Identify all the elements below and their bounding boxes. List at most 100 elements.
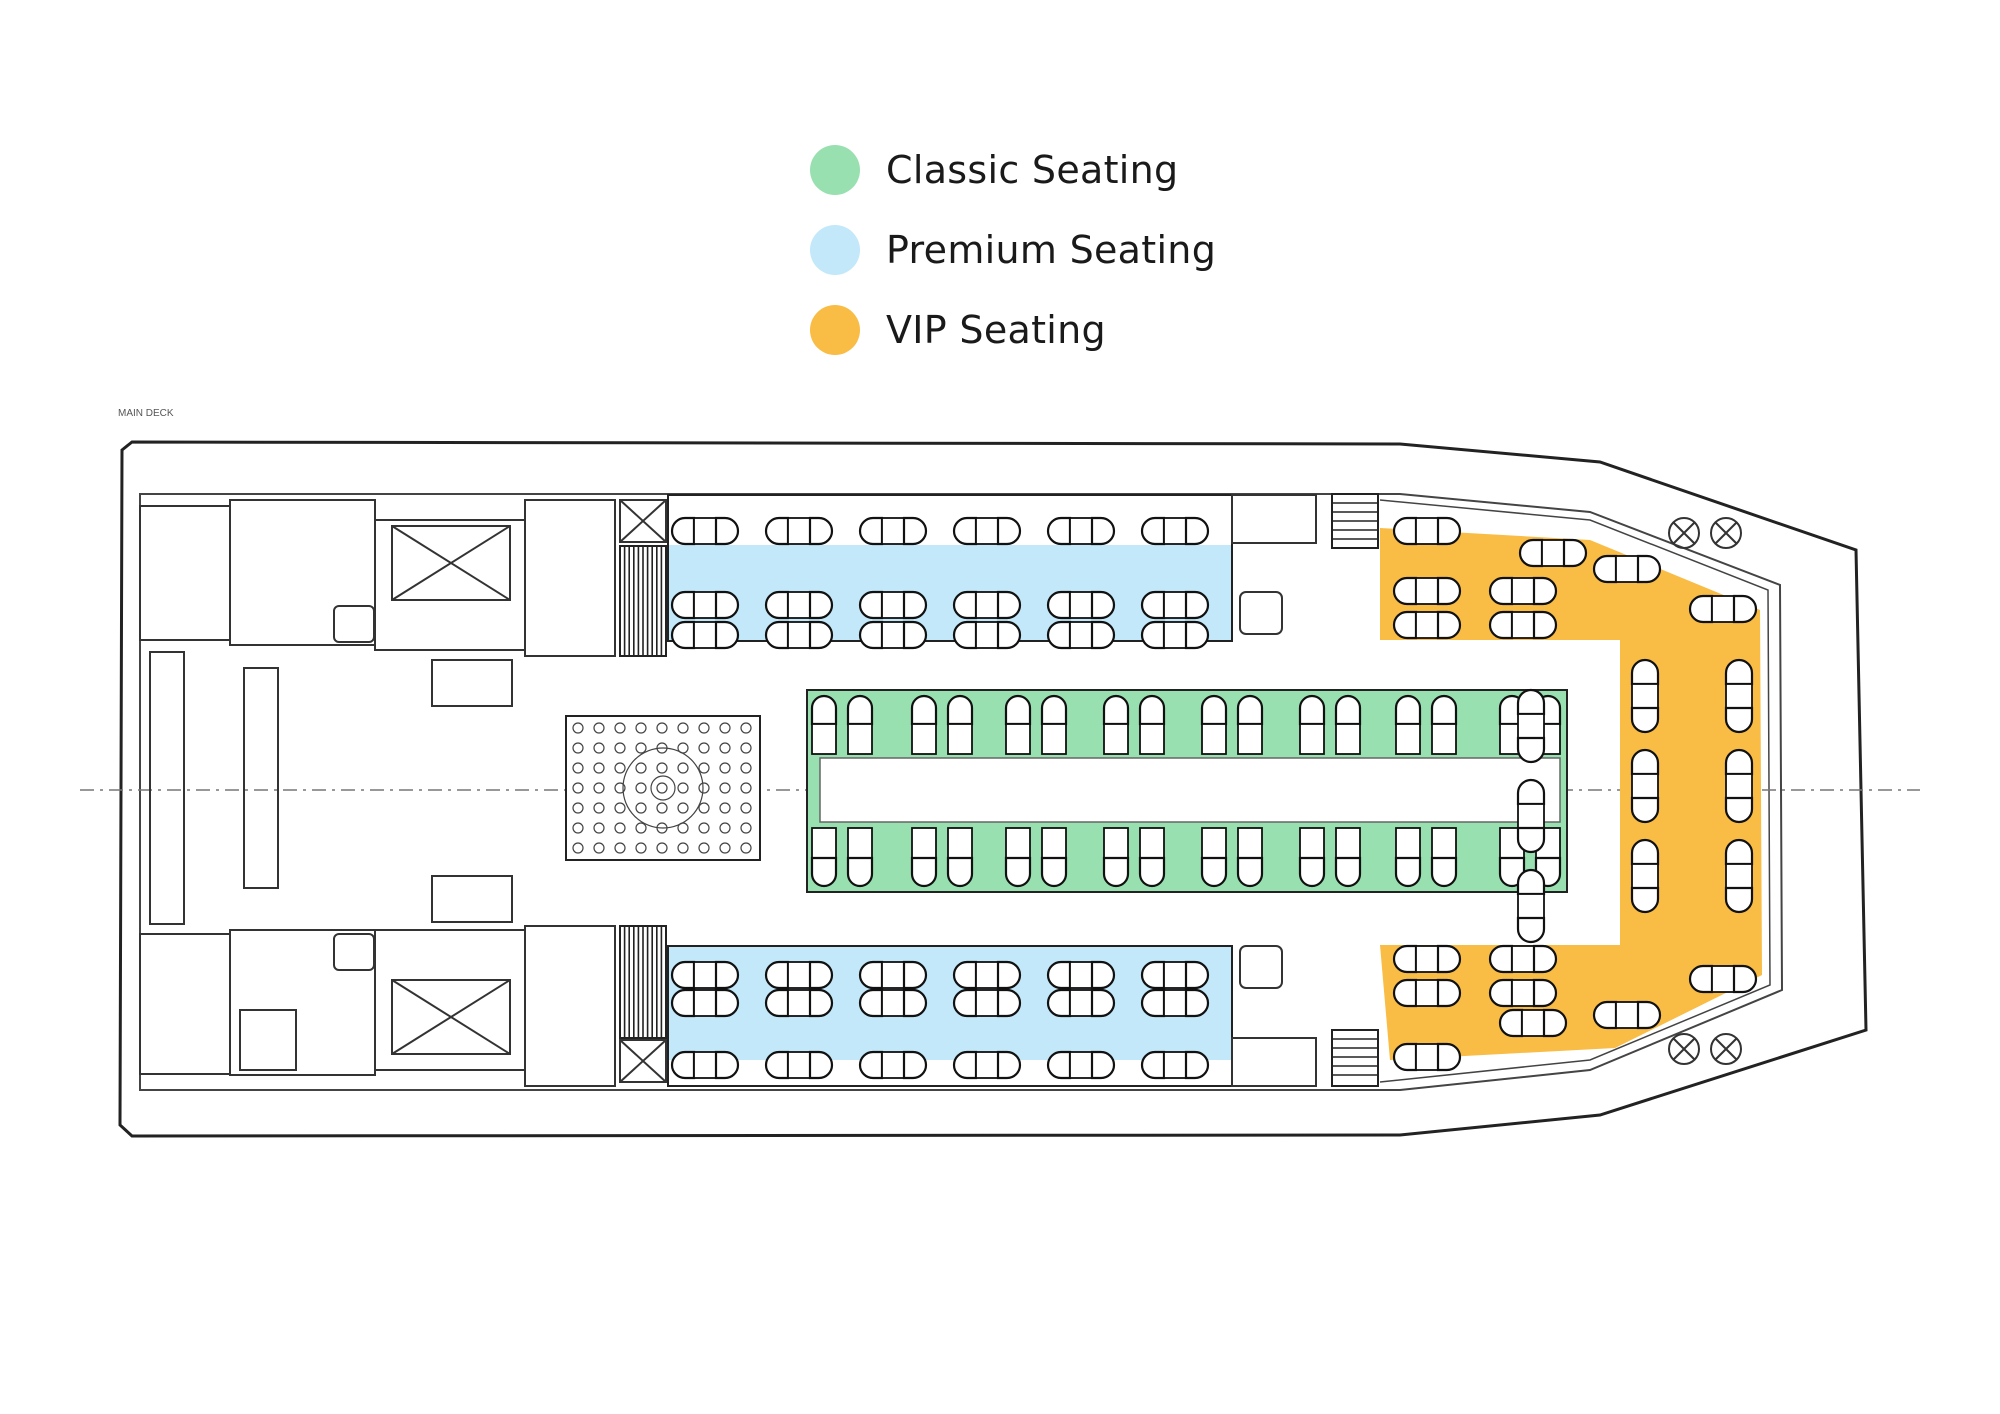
floor-dot — [677, 842, 689, 854]
seat — [764, 516, 790, 546]
floor-dot — [719, 802, 731, 814]
table — [1415, 1043, 1439, 1071]
seat — [1562, 538, 1588, 568]
seat — [1140, 1050, 1166, 1080]
floor-dot — [656, 722, 668, 734]
seat — [1046, 988, 1072, 1018]
table — [1395, 723, 1421, 755]
seat — [1184, 960, 1210, 990]
floor-dot — [719, 762, 731, 774]
floor-dot — [572, 822, 584, 834]
seat — [1630, 748, 1660, 776]
floor-dot — [593, 782, 605, 794]
seat — [1040, 694, 1068, 726]
seat — [1236, 856, 1264, 888]
seat — [1200, 856, 1228, 888]
seat — [1688, 964, 1714, 994]
seat — [1040, 856, 1068, 888]
table — [1511, 979, 1535, 1007]
seat — [846, 694, 874, 726]
floor-dot — [719, 782, 731, 794]
seat — [670, 620, 696, 650]
seat — [670, 516, 696, 546]
table — [1163, 517, 1187, 545]
seat — [714, 590, 740, 620]
table — [811, 723, 837, 755]
seat — [1138, 856, 1166, 888]
legend-label-vip: VIP Seating — [886, 308, 1106, 352]
seat — [1488, 944, 1514, 974]
table — [1517, 893, 1545, 919]
seat — [1298, 694, 1326, 726]
floor-dot — [614, 762, 626, 774]
table — [1103, 723, 1129, 755]
table — [1541, 539, 1565, 567]
floor-dot — [719, 822, 731, 834]
table — [787, 591, 811, 619]
seat — [910, 856, 938, 888]
seat — [952, 1050, 978, 1080]
seat — [1488, 978, 1514, 1008]
seat — [1046, 1050, 1072, 1080]
seat — [1046, 590, 1072, 620]
seat — [1688, 594, 1714, 624]
seat — [1004, 694, 1032, 726]
floor-dot — [656, 762, 668, 774]
seat — [1724, 886, 1754, 914]
table — [1069, 621, 1093, 649]
table — [975, 989, 999, 1017]
seat — [810, 856, 838, 888]
seat — [714, 620, 740, 650]
premium-zone-top — [668, 545, 1232, 641]
seat — [1090, 590, 1116, 620]
table — [975, 961, 999, 989]
seat — [1046, 960, 1072, 990]
floor-dot — [740, 842, 752, 854]
floor-dot — [572, 742, 584, 754]
table — [787, 517, 811, 545]
seat — [1516, 736, 1546, 764]
table — [1103, 827, 1129, 859]
floor-dot — [656, 842, 668, 854]
stairs-bottom — [619, 925, 667, 1039]
table — [1163, 961, 1187, 989]
seat — [1630, 706, 1660, 734]
table — [1631, 773, 1659, 799]
table — [947, 723, 973, 755]
seat — [1334, 694, 1362, 726]
seat — [670, 1050, 696, 1080]
table — [1163, 1051, 1187, 1079]
seat — [1392, 944, 1418, 974]
floor-dot — [635, 722, 647, 734]
floor-dot — [614, 742, 626, 754]
floor-dot — [635, 762, 647, 774]
seat — [858, 960, 884, 990]
legend: Classic Seating Premium Seating VIP Seat… — [810, 130, 1216, 370]
table — [1069, 989, 1093, 1017]
seat — [1430, 694, 1458, 726]
table — [1163, 989, 1187, 1017]
seat — [902, 620, 928, 650]
table — [1631, 683, 1659, 709]
floor-dot — [677, 722, 689, 734]
floor-dot — [698, 822, 710, 834]
seat — [1630, 838, 1660, 866]
seat — [1516, 868, 1546, 896]
aft-rooms — [139, 494, 1317, 1087]
table — [1415, 517, 1439, 545]
floor-dot — [656, 782, 668, 794]
seat — [1140, 988, 1166, 1018]
deck-caption: MAIN DECK — [118, 408, 174, 419]
floor-dot — [572, 842, 584, 854]
seat — [1498, 1008, 1524, 1038]
table — [881, 1051, 905, 1079]
seat — [1392, 1042, 1418, 1072]
table — [1005, 827, 1031, 859]
table — [787, 989, 811, 1017]
seat — [1488, 576, 1514, 606]
table — [975, 591, 999, 619]
table — [787, 961, 811, 989]
seat — [1488, 610, 1514, 640]
seat — [670, 960, 696, 990]
